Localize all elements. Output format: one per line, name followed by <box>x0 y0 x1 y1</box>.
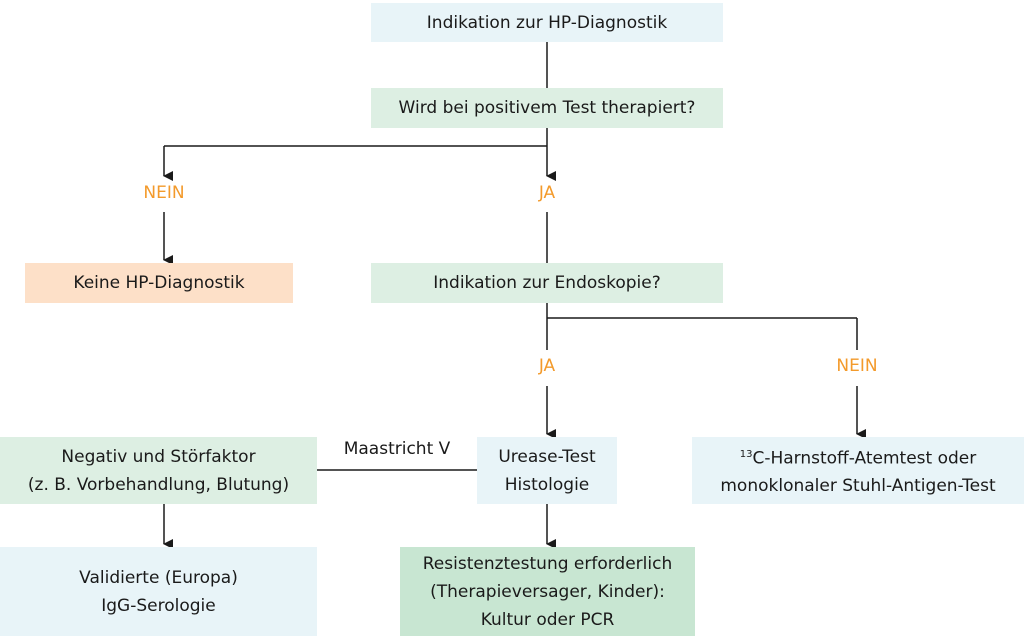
breath-isotope-sup: 13 <box>739 448 753 460</box>
serology-line2: IgG-Serologie <box>101 595 216 616</box>
nein-label-2: NEIN <box>836 356 878 376</box>
urease-line2: Histologie <box>504 474 590 495</box>
therapy-question-box: Wird bei positivem Test therapiert? <box>371 88 723 128</box>
breath-stool-test-box: 13C-Harnstoff-Atemtest oder monoklonaler… <box>692 437 1024 504</box>
serology-line1: Validierte (Europa) <box>79 567 238 588</box>
resistance-testing-box: Resistenztestung erforderlich (Therapiev… <box>400 547 695 636</box>
no-hp-box: Keine HP-Diagnostik <box>25 263 293 303</box>
endoscopy-question-box: Indikation zur Endoskopie? <box>371 263 723 303</box>
therapy-question-text: Wird bei positivem Test therapiert? <box>398 98 696 118</box>
urease-histology-box: Urease-Test Histologie <box>477 437 617 504</box>
ja-label-1: JA <box>538 183 556 203</box>
breath-line2: monoklonaler Stuhl-Antigen-Test <box>720 476 996 497</box>
negative-interference-box: Negativ und Störfaktor (z. B. Vorbehandl… <box>0 437 317 504</box>
serology-box: Validierte (Europa) IgG-Serologie <box>0 547 317 636</box>
negative-line2: (z. B. Vorbehandlung, Blutung) <box>27 474 290 495</box>
no-hp-text: Keine HP-Diagnostik <box>73 273 245 293</box>
endoscopy-question-text: Indikation zur Endoskopie? <box>433 273 661 293</box>
urease-line1: Urease-Test <box>498 446 596 467</box>
maastricht-label: Maastricht V <box>343 439 451 459</box>
nein-label-1: NEIN <box>143 183 185 203</box>
resistance-line3: Kultur oder PCR <box>480 609 615 630</box>
breath-line1-text: C-Harnstoff-Atemtest oder <box>752 448 977 469</box>
breath-line1: 13C-Harnstoff-Atemtest oder <box>740 441 977 473</box>
resistance-line2: (Therapieversager, Kinder): <box>430 581 665 602</box>
negative-line1: Negativ und Störfaktor <box>61 446 256 467</box>
indication-hp-text: Indikation zur HP-Diagnostik <box>426 12 668 33</box>
ja-label-2: JA <box>538 356 556 376</box>
indication-hp-box: Indikation zur HP-Diagnostik <box>371 3 723 42</box>
resistance-line1: Resistenztestung erforderlich <box>422 553 673 574</box>
